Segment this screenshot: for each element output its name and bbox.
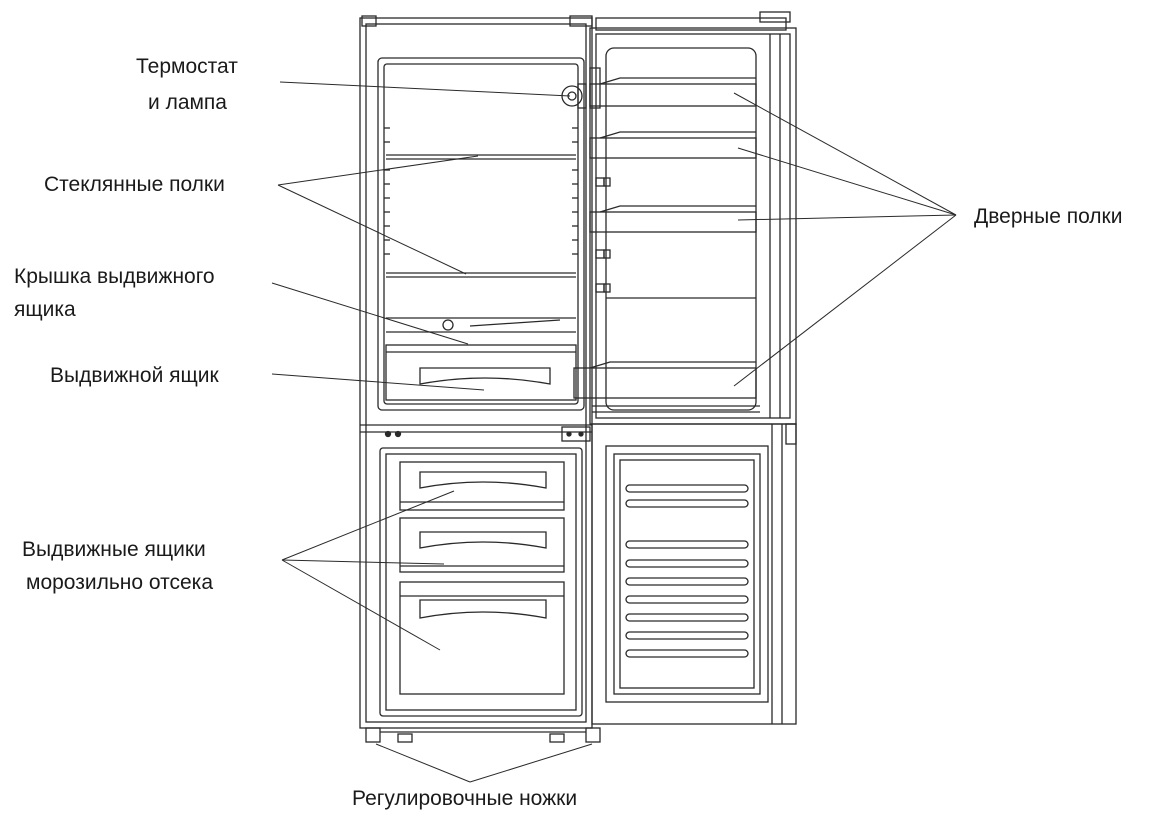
glass-shelf [386,154,576,160]
freezer-drawer [399,581,565,695]
door-shelf [573,361,757,399]
label-crisper-drawer: Выдвижной ящик [50,364,219,387]
freezer-door [591,423,797,725]
leader-foot-left [375,743,471,783]
label-thermostat-line1: Термостат [136,55,238,78]
door-shelf [589,67,757,109]
door-shelf [589,131,757,159]
leader-drawer-cover [271,282,469,345]
label-freezer-drawers-line2: морозильно отсека [26,571,214,594]
freezer-drawer [399,517,565,573]
leader-glass-shelf-upper [277,155,479,186]
crisper-drawer [385,344,577,401]
adjustable-feet [365,727,601,743]
drawer-cover [386,317,576,333]
label-adjustable-feet: Регулировочные ножки [352,787,578,810]
glass-shelf [386,272,576,278]
leader-glass-shelf-lower [277,184,467,275]
label-drawer-cover-line2: ящика [14,298,76,321]
leader-thermostat [279,81,571,97]
leader-door-shelf-1 [733,92,957,216]
leader-door-shelf-2 [737,147,957,216]
label-thermostat-line2: и лампа [148,91,227,114]
leader-freezer-drawer-3 [281,559,441,651]
freezer-compartment [379,447,583,717]
leader-door-shelf-3 [737,214,957,221]
label-glass-shelves: Стеклянные полки [44,173,225,196]
label-freezer-drawers-line1: Выдвижные ящики [22,538,206,561]
shelf-rails-right [572,127,578,255]
leader-freezer-drawer-2 [281,559,445,565]
fridge-door [573,11,797,425]
fridge-compartment [377,57,587,411]
leader-freezer-drawer-1 [281,490,455,561]
cabinet-body [359,15,593,729]
label-drawer-cover-line1: Крышка выдвижного [14,265,215,288]
door-shelf [589,205,757,233]
label-door-shelves: Дверные полки [974,205,1123,228]
leader-door-shelf-4 [733,214,957,387]
shelf-rails-left [384,127,390,255]
leader-crisper-drawer [271,373,485,391]
leader-foot-right [469,743,593,783]
freezer-door-ribs [625,484,749,658]
